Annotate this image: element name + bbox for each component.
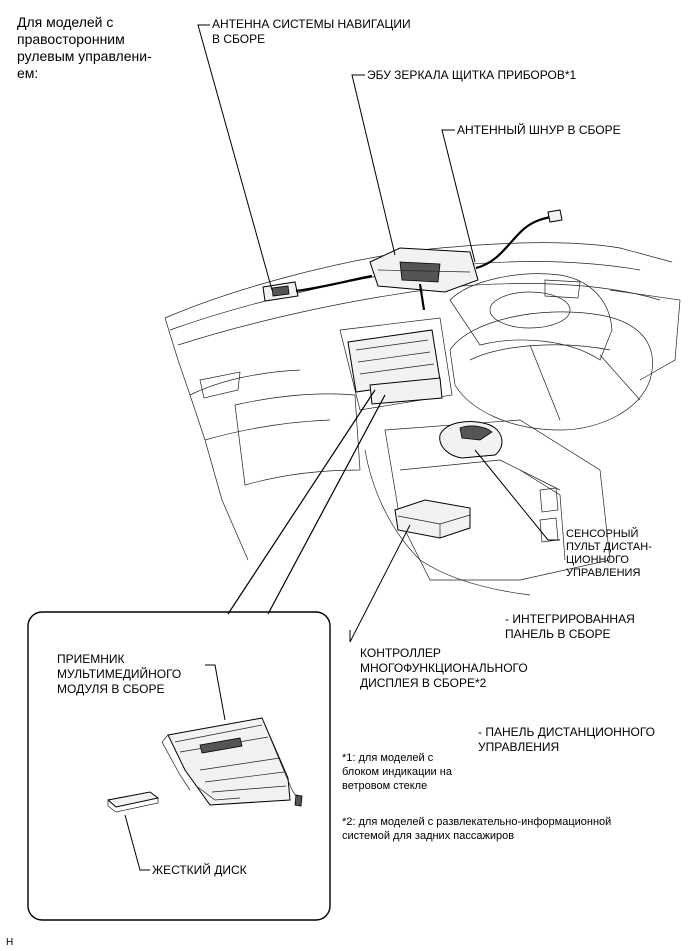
center-stack-outline [339, 317, 453, 411]
footnote-2: *2: для моделей с развлекательно-информа… [342, 816, 612, 842]
detail-callout-box [27, 611, 331, 921]
label-nav-antenna: АНТЕННА СИСТЕМЫ НАВИГАЦИИ В СБОРЕ [212, 17, 411, 46]
label-touch-remote: СЕНСОРНЫЙ ПУЛЬТ ДИСТАН- ЦИОННОГО УПРАВЛЕ… [566, 528, 652, 579]
footnote-1: *1: для моделей с блоком индикации на ве… [342, 752, 452, 792]
receiver-detail-drawing [167, 717, 291, 806]
label-mfd-controller: КОНТРОЛЛЕР МНОГОФУНКЦИОНАЛЬНОГО ДИСПЛЕЯ … [360, 646, 528, 690]
leader-receiver [205, 664, 226, 721]
leader-touch-remote [474, 449, 560, 541]
header-note: Для моделей с правосторонним рулевым упр… [17, 14, 152, 81]
label-integrated-panel: - ИНТЕГРИРОВАННАЯ ПАНЕЛЬ В СБОРЕ [505, 612, 635, 641]
corner-mark: H [6, 937, 14, 948]
leader-antenna-cord [441, 129, 476, 263]
label-receiver: ПРИЕМНИК МУЛЬТИМЕДИЙНОГО МОДУЛЯ В СБОРЕ [57, 652, 182, 696]
antenna-cord-drawing [295, 274, 373, 293]
receiver-in-car [369, 377, 443, 405]
leader-hdd [124, 814, 150, 871]
label-hdd: ЖЕСТКИЙ ДИСК [152, 863, 247, 877]
leader-mirror-ecu [351, 74, 396, 256]
label-remote-panel: - ПАНЕЛЬ ДИСТАНЦИОННОГО УПРАВЛЕНИЯ [478, 725, 655, 754]
instrument-cluster [449, 273, 613, 361]
label-mirror-ecu: ЭБУ ЗЕРКАЛА ЩИТКА ПРИБОРОВ*1 [367, 68, 577, 82]
leader-nav-antenna [197, 24, 273, 291]
mfd-controller-drawing [394, 499, 471, 539]
steering-wheel [449, 311, 653, 431]
label-antenna-cord: АНТЕННЫЙ ШНУР В СБОРЕ [457, 123, 621, 137]
leader-mfd-controller [349, 524, 411, 643]
